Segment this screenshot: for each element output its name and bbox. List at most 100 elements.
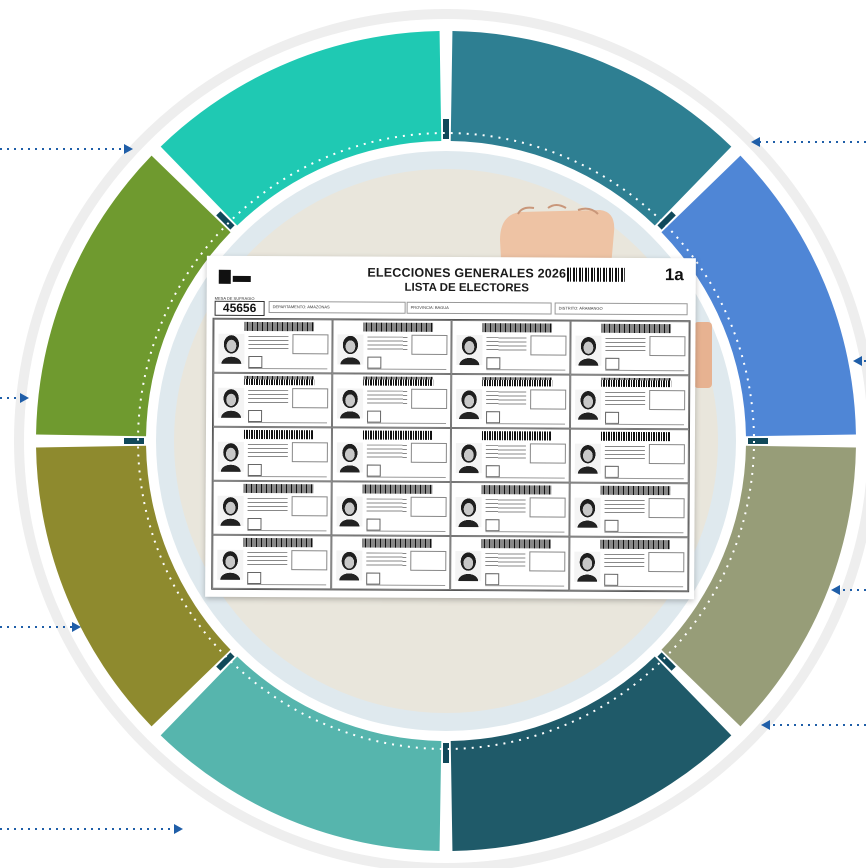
elector-cell	[451, 320, 571, 375]
signature-line	[248, 367, 328, 369]
elector-name-lines	[486, 337, 527, 352]
elector-barcode	[482, 323, 553, 333]
dotted-orbit	[137, 132, 755, 750]
elector-photo	[574, 497, 601, 528]
fingerprint-box	[366, 572, 381, 585]
elector-name-lines	[366, 444, 407, 459]
signature-box	[648, 498, 685, 519]
signature-box	[529, 497, 566, 518]
elector-barcode	[244, 321, 315, 332]
elector-cell	[331, 535, 451, 591]
elector-barcode	[600, 485, 671, 496]
seg-left-bottom	[36, 445, 231, 727]
signature-box	[529, 443, 566, 464]
elector-cell	[570, 320, 690, 376]
elector-cell	[213, 318, 333, 374]
signature-box	[410, 496, 447, 517]
elector-photo	[455, 497, 482, 528]
elector-barcode	[481, 539, 552, 549]
elector-cell	[569, 482, 689, 538]
elector-cell	[569, 428, 689, 484]
signature-line	[247, 475, 327, 477]
elector-name-lines	[248, 335, 289, 351]
elector-photo	[337, 388, 364, 419]
elector-barcode	[601, 377, 672, 388]
elector-cell	[569, 536, 689, 592]
elector-barcode	[362, 538, 433, 548]
signature-line	[485, 530, 565, 532]
fingerprint-box	[248, 409, 263, 423]
fingerprint-box	[247, 517, 262, 531]
signature-box	[411, 388, 448, 409]
voter-list-sheet: ELECCIONES GENERALES 2026 LISTA DE ELECT…	[205, 255, 696, 600]
elector-name-lines	[247, 443, 288, 459]
document-subtitle: LISTA DE ELECTORES	[404, 281, 529, 295]
signature-box	[649, 390, 686, 411]
mesa-number: 45656	[214, 300, 265, 317]
elector-barcode	[244, 375, 315, 386]
signature-box	[648, 552, 685, 573]
fingerprint-box	[605, 411, 620, 424]
signature-box	[292, 334, 329, 355]
elector-cell	[213, 372, 333, 428]
signature-line	[604, 585, 684, 587]
elector-name-lines	[605, 337, 646, 353]
elector-photo	[575, 335, 602, 366]
signature-line	[604, 531, 684, 533]
fingerprint-box	[248, 355, 263, 369]
signature-box	[291, 442, 328, 463]
signature-line	[247, 529, 327, 531]
elector-name-lines	[367, 336, 408, 351]
elector-barcode	[243, 483, 314, 494]
arrowhead-right-1	[751, 137, 760, 147]
elector-cell	[450, 428, 570, 483]
elector-cell	[332, 319, 452, 375]
elector-name-lines	[247, 551, 288, 567]
seg-bottom-left	[160, 656, 442, 851]
elector-cell	[450, 536, 570, 591]
field-departamento: DEPARTAMENTO: AMAZONAS	[268, 301, 406, 314]
elector-cell	[569, 374, 690, 430]
signature-line	[367, 368, 447, 369]
seg-top-right	[450, 31, 732, 226]
signature-line	[367, 422, 447, 423]
arrowhead-right-4	[761, 720, 770, 730]
elector-barcode	[600, 431, 671, 442]
elector-barcode	[482, 377, 553, 387]
elector-barcode	[481, 431, 552, 441]
fingerprint-box	[247, 463, 262, 477]
arrowhead-left-3	[72, 622, 81, 632]
elector-cell	[450, 482, 570, 537]
elector-barcode	[601, 323, 672, 334]
elector-name-lines	[485, 445, 526, 460]
signature-line	[248, 421, 328, 423]
fingerprint-box	[485, 519, 500, 532]
signature-line	[485, 584, 565, 586]
signature-line	[366, 530, 446, 531]
fingerprint-box	[367, 356, 382, 369]
signature-box	[291, 496, 328, 517]
signature-box	[410, 550, 447, 571]
fingerprint-box	[486, 411, 501, 424]
seg-left-bottom-divider	[216, 652, 235, 671]
elector-cell	[212, 480, 332, 536]
elector-name-lines	[485, 553, 526, 568]
signature-line	[366, 584, 446, 585]
fingerprint-box	[367, 410, 382, 423]
elector-photo	[217, 495, 244, 526]
arrowhead-right-2	[853, 356, 862, 366]
elector-photo	[217, 441, 244, 472]
elector-photo	[217, 549, 244, 580]
elector-cell	[331, 373, 452, 429]
fingerprint-box	[366, 518, 381, 531]
arrow-heads	[20, 137, 862, 834]
seg-right-top-divider	[657, 211, 676, 230]
signature-line	[247, 583, 327, 585]
elector-barcode	[243, 429, 314, 440]
elector-photo	[336, 496, 363, 527]
seg-bottom-right	[450, 656, 732, 851]
fingerprint-box	[604, 465, 619, 478]
fingerprint-box	[605, 357, 620, 370]
fingerprint-box	[485, 573, 500, 586]
elector-cell	[331, 427, 451, 483]
